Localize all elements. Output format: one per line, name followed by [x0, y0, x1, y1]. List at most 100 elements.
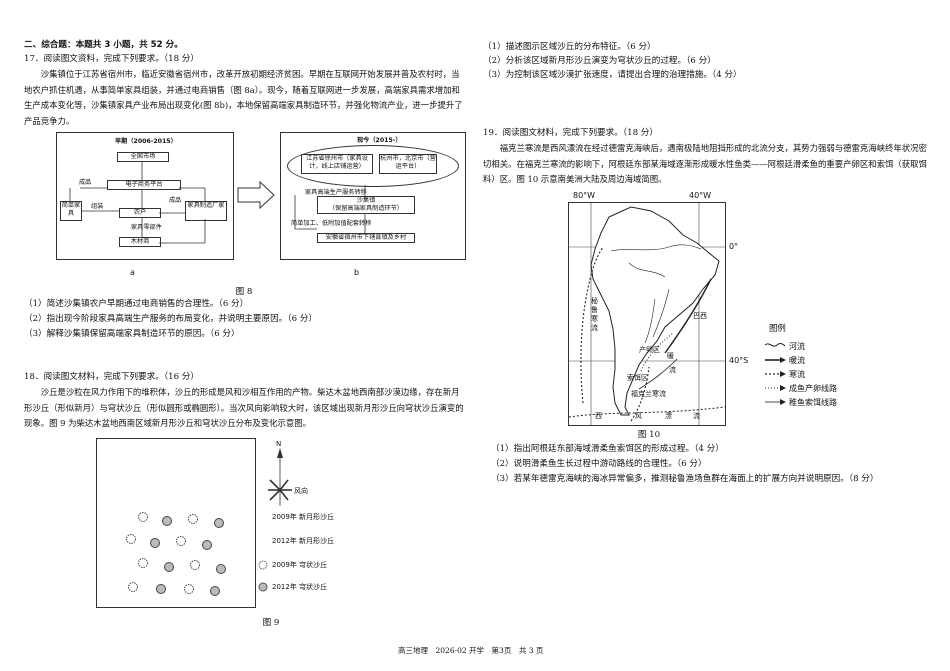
- fig8-caption: 图 8: [235, 287, 253, 297]
- fig8a-title: 早期（2006-2015）: [115, 138, 177, 145]
- q18-header: 18．阅读图文材料，完成下列要求。（16 分）: [24, 372, 199, 382]
- fig9-legend-4: 2012年 穹状沙丘: [272, 583, 328, 591]
- fig8b-title: 现今（2015-）: [357, 137, 402, 144]
- cold-current-falkland: [630, 366, 650, 422]
- fig10-legend-title: 图例: [769, 323, 786, 333]
- south-america-outline: [590, 206, 720, 416]
- crescent-dune-2012: [127, 467, 139, 473]
- fig8b-city1: 江苏省徐州市（家具设计，线上店铺运营）: [301, 154, 373, 174]
- map-lon40: 40°W: [689, 191, 712, 200]
- fig8b-anhui: 安徽省宿州市下辖县镇及乡村: [317, 233, 415, 243]
- q18-paragraph: 沙丘是沙粒在风力作用下的堆积体，沙丘的形成是风和沙相互作用的产物。柴达木盆地西南…: [24, 387, 464, 428]
- crescent-dune-2012: [147, 491, 159, 497]
- q17-header: 17．阅读图文资料，完成下列要求。（18 分）: [24, 54, 199, 64]
- fig10-legend-spawn: 成鱼产卵线路: [789, 384, 837, 393]
- figure-8a: 早期（2006-2015） 全国市场 电子商务平台 成品 简单家具 组装 农户 …: [56, 132, 234, 260]
- fig10-map-svg: [569, 203, 725, 425]
- fig9-legend-1: 2009年 新月形沙丘: [272, 513, 335, 521]
- dome-dune-2009: [138, 512, 148, 522]
- figure-9: [96, 438, 256, 608]
- fig9-legend-icons: [258, 512, 268, 592]
- map-liu-label: 流: [669, 366, 676, 374]
- map-brazil-label: 巴西: [693, 312, 707, 320]
- warm-current-brazil: [664, 278, 712, 354]
- fig8a-parts: 家具零部件: [131, 224, 162, 231]
- fig8b-service: 家具高端生产服务转移: [305, 189, 367, 196]
- figure-8b: 现今（2015-） 江苏省徐州市（家具设计，线上店铺运营） 杭州市，北京市（营运…: [280, 132, 466, 260]
- fig8b-label: b: [354, 268, 360, 277]
- fig8b-center-sub: （保留高端家具制造环节）: [328, 205, 404, 212]
- crescent-dune-2009: [173, 487, 185, 493]
- map-feed-label: 索饵区: [627, 374, 648, 382]
- map-west-label: 西: [595, 412, 602, 420]
- fig8a-ecommerce: 电子商务平台: [107, 180, 181, 190]
- map-lat0: 0°: [729, 242, 739, 251]
- figure-10-map: 秘鲁寒流 巴西 产卵区 暖 索饵区 福克兰寒流 流 西 风 漂 流: [568, 202, 726, 426]
- map-nuan-label: 暖: [667, 352, 674, 360]
- fig9-wind-rose: [268, 448, 292, 506]
- dome-dune-2009: [176, 536, 186, 546]
- fig8a-assemble: 组装: [91, 203, 104, 210]
- dome-dune-2012: [210, 586, 220, 596]
- dome-2012-icon: [258, 582, 268, 592]
- map-falkland-label: 福克兰寒流: [631, 390, 666, 398]
- fig8b-center: 沙集镇 （保留高端家具制造环节）: [317, 196, 415, 214]
- dome-dune-2009: [190, 560, 200, 570]
- map-drift-label: 漂: [665, 412, 672, 420]
- fig10-caption: 图 10: [637, 430, 661, 440]
- fig10-legend-icons: [764, 342, 786, 405]
- fig9-dunes: [117, 441, 235, 596]
- page-footer: 高三地理 2026-02 开学 第3页 共 3 页: [398, 646, 544, 655]
- q19-question-2: （2）说明滑柔鱼生长过程中游动路线的合理性。（6 分）: [491, 459, 707, 469]
- dome-dune-2012: [214, 518, 224, 528]
- fig8b-ellipse: [287, 145, 459, 187]
- rivers: [610, 244, 702, 344]
- crescent-2012-icon: [258, 536, 268, 541]
- q17-question-2: （2）指出现今阶段家具高端生产服务的布局变化，并说明主要原因。（6 分）: [24, 314, 317, 324]
- fig8a-product1: 成品: [79, 179, 92, 186]
- dome-2009-icon: [258, 560, 268, 570]
- fig8a-finished: 成品: [169, 197, 182, 204]
- map-lon80: 80°W: [573, 191, 596, 200]
- q17-question-3: （3）解释沙集镇保留高端家具制造环节的原因。（6 分）: [24, 329, 240, 339]
- dome-dune-2012: [156, 584, 166, 594]
- crescent-dune-2009: [119, 489, 131, 495]
- fig9-caption: 图 9: [262, 618, 280, 628]
- map-wind-label: 风: [635, 412, 642, 420]
- fig8a-label: a: [130, 268, 135, 277]
- feed-route: [638, 358, 678, 390]
- west-wind-drift: [569, 406, 725, 418]
- dome-dune-2009: [126, 534, 136, 544]
- fig10-legend-cold: 寒流: [789, 370, 805, 379]
- fig9-legend-2: 2012年 新月形沙丘: [272, 537, 335, 545]
- q19-paragraph: 福克兰寒流是西风漂流在经过德雷克海峡后，遇南极陆地阻挡形成的北流分支，其势力强弱…: [483, 143, 927, 184]
- q18-question-1: （1）描述图示区域沙丘的分布特征。（6 分）: [483, 42, 656, 52]
- map-spawn-label: 产卵区: [639, 346, 660, 354]
- fig8b-city2: 杭州市，北京市（营运平台）: [379, 154, 437, 174]
- fig10-legend-warm: 暖流: [789, 356, 805, 365]
- dome-dune-2012: [162, 516, 172, 526]
- map-flow-label: 流: [693, 412, 700, 420]
- fig10-legend-river: 河流: [789, 342, 805, 351]
- fig8a-national-market: 全国市场: [117, 152, 169, 162]
- fig9-legend-3: 2009年 穹状沙丘: [272, 561, 328, 569]
- q18-question-2: （2）分析该区域新月形沙丘演变为穹状沙丘的过程。（6 分）: [483, 56, 716, 66]
- dome-dune-2012: [164, 562, 174, 572]
- q18-question-3: （3）为控制该区域沙漠扩张速度，请提出合理的治理措施。（4 分）: [483, 70, 742, 80]
- crescent-dune-2009: [117, 445, 129, 451]
- crescent-dune-2009: [207, 473, 219, 479]
- fig8-transition-arrow: [237, 180, 275, 210]
- crescent-dune-2009: [215, 447, 227, 453]
- fig8a-timber: 木材商: [119, 237, 161, 247]
- q19-question-1: （1）指出阿根廷东部海域滑柔鱼索饵区的形成过程。（4 分）: [491, 444, 724, 454]
- crescent-dune-2012: [181, 469, 193, 475]
- dome-dune-2012: [202, 540, 212, 550]
- q17-paragraph: 沙集镇位于江苏省宿州市，临近安徽省宿州市，改革开放初期经济贫困。早期在互联网开始…: [24, 69, 463, 126]
- fig10-legend-feed: 稚鱼索饵线路: [789, 398, 837, 407]
- crescent-dune-2009: [155, 463, 167, 469]
- fig8a-maker: 家具制造厂家: [185, 201, 227, 221]
- fig9-wind-label: 风向: [294, 487, 308, 495]
- crescent-dune-2009: [223, 491, 235, 497]
- fig8b-center-label: 沙集镇: [356, 197, 376, 204]
- fig8b-arrows: [294, 185, 366, 233]
